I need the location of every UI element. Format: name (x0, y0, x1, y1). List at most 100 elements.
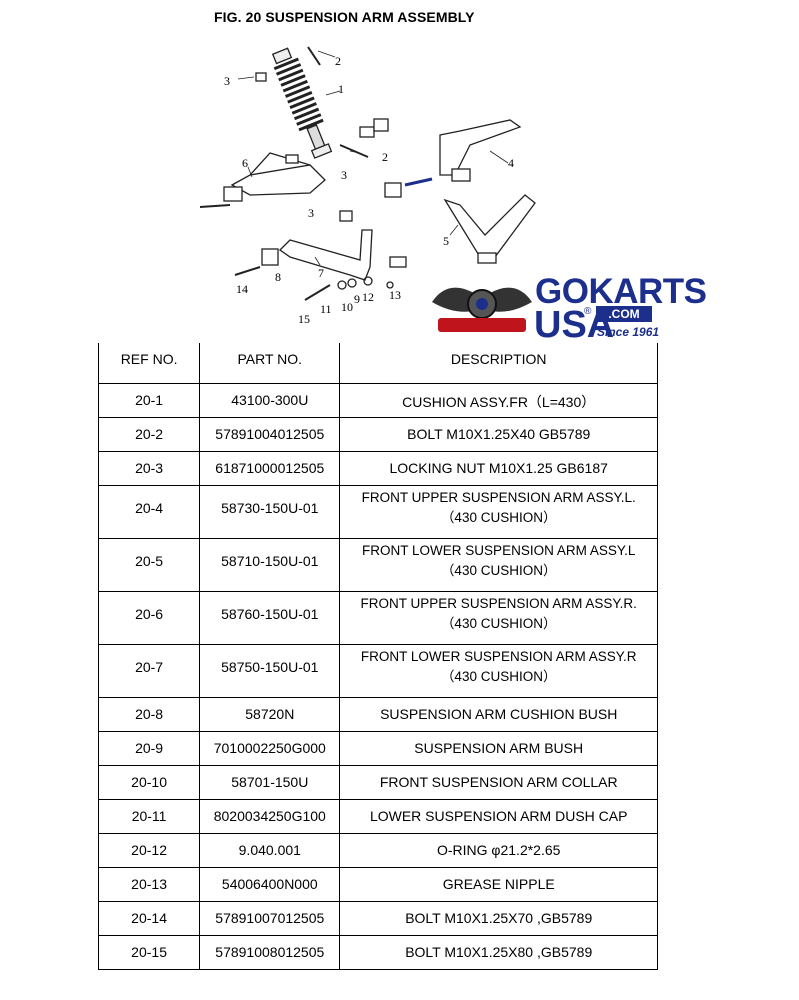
description: FRONT LOWER SUSPENSION ARM ASSY.R （430 C… (339, 643, 658, 698)
part-no: 58701-150U (199, 764, 341, 800)
description: FRONT SUSPENSION ARM COLLAR (339, 764, 658, 800)
shock-absorber (271, 47, 333, 159)
description-line1: FRONT UPPER SUSPENSION ARM ASSY.R. (360, 595, 637, 611)
description: FRONT UPPER SUSPENSION ARM ASSY.L. （430 … (339, 484, 658, 539)
callout-13: 13 (389, 288, 401, 302)
gokarts-usa-logo (432, 287, 532, 332)
description: BOLT M10X1.25X70 ,GB5789 (339, 900, 658, 936)
callout-3a: 3 (224, 74, 230, 88)
part-no: 57891007012505 (199, 900, 341, 936)
callout-11: 11 (320, 302, 332, 316)
callout-1: 1 (338, 82, 344, 96)
callout-3c: 3 (308, 206, 314, 220)
part-no: 58710-150U-01 (199, 537, 341, 592)
description-line1: FRONT LOWER SUSPENSION ARM ASSY.R (360, 648, 637, 664)
ref-no: 20-7 (97, 643, 201, 698)
callout-4: 4 (508, 156, 514, 170)
part-no: 9.040.001 (199, 832, 341, 868)
ref-no: 20-8 (97, 696, 201, 732)
description: BOLT M10X1.25X80 ,GB5789 (339, 934, 658, 970)
callout-3b: 3 (341, 168, 347, 182)
description: BOLT M10X1.25X40 GB5789 (339, 416, 658, 452)
callout-6: 6 (242, 156, 248, 170)
callout-2a: 2 (335, 54, 341, 68)
table-row: 20-13 54006400N000 GREASE NIPPLE (97, 866, 658, 902)
part-no: 58750-150U-01 (199, 643, 341, 698)
table-row: 20-11 8020034250G100 LOWER SUSPENSION AR… (97, 798, 658, 834)
table-row: 20-4 58730-150U-01 FRONT UPPER SUSPENSIO… (97, 484, 658, 539)
description-line2: （430 CUSHION） (440, 615, 557, 631)
callout-14: 14 (236, 282, 248, 296)
ref-no: 20-15 (97, 934, 201, 970)
logo-com-badge: .COM (596, 306, 652, 322)
table-row: 20-10 58701-150U FRONT SUSPENSION ARM CO… (97, 764, 658, 800)
ref-no: 20-9 (97, 730, 201, 766)
table-row: 20-14 57891007012505 BOLT M10X1.25X70 ,G… (97, 900, 658, 936)
callout-10: 10 (341, 300, 353, 314)
ref-no: 20-6 (97, 590, 201, 645)
ref-no: 20-14 (97, 900, 201, 936)
part-no: 57891008012505 (199, 934, 341, 970)
table-row: 20-9 7010002250G000 SUSPENSION ARM BUSH (97, 730, 658, 766)
figure-title: FIG. 20 SUSPENSION ARM ASSEMBLY (214, 9, 475, 25)
ref-no: 20-3 (97, 450, 201, 486)
ref-no: 20-4 (97, 484, 201, 539)
ref-no: 20-1 (97, 382, 201, 418)
ref-no: 20-12 (97, 832, 201, 868)
description-line1: FRONT UPPER SUSPENSION ARM ASSY.L. (361, 489, 636, 505)
description-line1: FRONT LOWER SUSPENSION ARM ASSY.L (362, 542, 636, 558)
callout-2b: 2 (382, 150, 388, 164)
callout-7: 7 (318, 266, 324, 280)
table-row: 20-7 58750-150U-01 FRONT LOWER SUSPENSIO… (97, 643, 658, 698)
part-no: 61871000012505 (199, 450, 341, 486)
callout-12: 12 (362, 290, 374, 304)
header-ref-no: REF NO. (97, 343, 201, 384)
winged-wheel-emblem (432, 287, 532, 332)
table-row: 20-15 57891008012505 BOLT M10X1.25X80 ,G… (97, 934, 658, 970)
part-no: 58720N (199, 696, 341, 732)
part-no: 54006400N000 (199, 866, 341, 902)
part-no: 57891004012505 (199, 416, 341, 452)
ref-no: 20-2 (97, 416, 201, 452)
ref-no: 20-5 (97, 537, 201, 592)
header-description: DESCRIPTION (339, 343, 658, 384)
description-line2: （430 CUSHION） (440, 668, 557, 684)
part-no: 43100-300U (199, 382, 341, 418)
table-row: 20-5 58710-150U-01 FRONT LOWER SUSPENSIO… (97, 537, 658, 592)
description: FRONT LOWER SUSPENSION ARM ASSY.L （430 C… (339, 537, 658, 592)
part-no: 58730-150U-01 (199, 484, 341, 539)
callout-8: 8 (275, 270, 281, 284)
header-part-no: PART NO. (199, 343, 341, 384)
description: LOWER SUSPENSION ARM DUSH CAP (339, 798, 658, 834)
part-no: 8020034250G100 (199, 798, 341, 834)
description: CUSHION ASSY.FR（L=430） (339, 382, 658, 418)
description: SUSPENSION ARM CUSHION BUSH (339, 696, 658, 732)
callout-5: 5 (443, 234, 449, 248)
ref-no: 20-13 (97, 866, 201, 902)
table-row: 20-8 58720N SUSPENSION ARM CUSHION BUSH (97, 696, 658, 732)
ref-no: 20-10 (97, 764, 201, 800)
logo-registered-mark: ® (584, 306, 592, 317)
part-no: 58760-150U-01 (199, 590, 341, 645)
description: LOCKING NUT M10X1.25 GB6187 (339, 450, 658, 486)
table-row: 20-3 61871000012505 LOCKING NUT M10X1.25… (97, 450, 658, 486)
callout-15: 15 (298, 312, 310, 326)
description-line2: （430 CUSHION） (440, 562, 557, 578)
table-header-row: REF NO. PART NO. DESCRIPTION (97, 343, 658, 384)
description-line2: （430 CUSHION） (440, 509, 557, 525)
logo-line1: GOKARTS (535, 272, 707, 311)
table-row: 20-12 9.040.001 O-RING φ21.2*2.65 (97, 832, 658, 868)
table-row: 20-6 58760-150U-01 FRONT UPPER SUSPENSIO… (97, 590, 658, 645)
description: GREASE NIPPLE (339, 866, 658, 902)
description: O-RING φ21.2*2.65 (339, 832, 658, 868)
description: FRONT UPPER SUSPENSION ARM ASSY.R. （430 … (339, 590, 658, 645)
callout-9: 9 (354, 292, 360, 306)
parts-table: REF NO. PART NO. DESCRIPTION 20-1 43100-… (97, 343, 658, 970)
description: SUSPENSION ARM BUSH (339, 730, 658, 766)
logo-since: Since 1961 (597, 325, 660, 339)
table-row: 20-2 57891004012505 BOLT M10X1.25X40 GB5… (97, 416, 658, 452)
part-no: 7010002250G000 (199, 730, 341, 766)
suspension-arm-diagram: 1 2 3 2 6 3 4 3 5 7 8 14 11 10 9 12 13 1… (199, 46, 536, 326)
ref-no: 20-11 (97, 798, 201, 834)
table-row: 20-1 43100-300U CUSHION ASSY.FR（L=430） (97, 382, 658, 418)
